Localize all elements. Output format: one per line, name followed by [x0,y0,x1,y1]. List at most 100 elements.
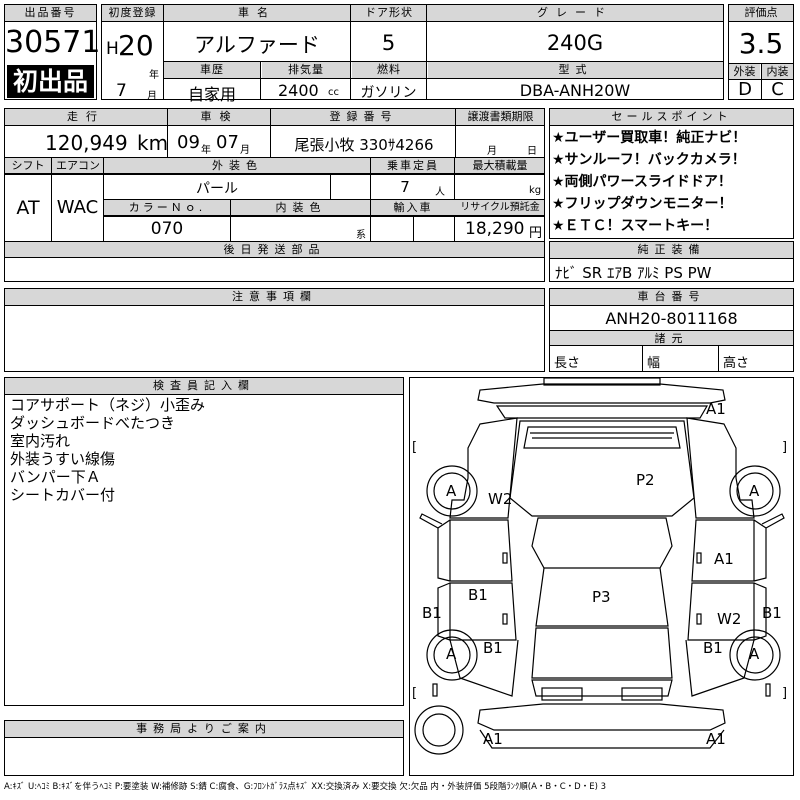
registration-year-unit: 年 [149,70,159,81]
mark-b1-side-left: B1 [422,604,442,622]
mark-a-front-left: A [446,482,457,500]
inspector-notes: コアサポート（ネジ）小歪み ダッシュボードべたつき 室内汚れ 外装うすい線傷 バ… [10,396,205,504]
capacity-unit: 人 [435,187,445,198]
mark-a1-bottom-right: A1 [706,730,726,748]
inspection-month: 07 [216,132,239,153]
displacement-value: 2400 [278,81,319,100]
registration-month-unit: 月 [147,91,157,102]
mark-b1-rear-right: B1 [703,639,723,657]
door-label: ドア形状 [352,5,426,21]
sales-points-label: セールスポイント [550,109,793,126]
model-label: 型式 [428,62,723,78]
fuel-value: ガソリン [360,85,417,101]
height-label: 高さ [723,356,750,371]
interior-score-label: 内装 [762,64,793,79]
lot-label: 出品番号 [5,5,96,22]
inspector-note: ダッシュボードべたつき [10,414,176,432]
aircon-value: WAC [56,197,99,218]
damage-diagram-box: A1 [ ] P2 A W2 A A1 B1 P3 B1 W2 B1 A B1 … [409,377,794,776]
bracket-left-upper: [ [412,440,418,455]
damage-legend: A:ｷｽﾞ U:ﾍｺﾐ B:ｷｽﾞを伴うﾍｺﾐ P:要塗装 W:補修跡 S:錆 … [4,782,607,792]
mark-b1-left: B1 [468,586,488,604]
exterior-color-label: 外装色 [105,158,370,173]
mark-a-rear-right: A [749,645,760,663]
fuel-label: 燃料 [352,62,426,78]
inspector-note: コアサポート（ネジ）小歪み [10,396,206,414]
first-listing-badge: 初出品 [7,65,94,98]
mark-w2-left: W2 [488,490,513,508]
inspector-note: 外装うすい線傷 [10,450,116,468]
shift-label: シフト [5,158,51,173]
inspector-note: シートカバー付 [10,486,116,504]
mark-a1-right: A1 [714,550,734,568]
aircon-label: エアコン [53,158,103,173]
recycle-unit: 円 [529,226,543,241]
mark-a1-top: A1 [706,400,726,418]
mileage-value: 120,949 [45,131,128,155]
transfer-month-unit: 月 [487,146,497,157]
displacement-label: 排気量 [262,62,350,78]
mark-a-rear-left: A [446,645,457,663]
sales-point-item: ★ユーザー買取車！純正ナビ！ [552,130,747,146]
office-box: 事務局よりご案内 [4,720,404,776]
mileage-unit: km [137,131,169,155]
length-label: 長さ [554,356,581,371]
capacity-label: 乗車定員 [372,158,454,173]
plate-label: 登録番号 [272,109,455,125]
import-label: 輸入車 [372,200,454,215]
vehicle-info-box: 走行 車検 登録番号 譲渡書類期限 120,949 km 09 年 07 月 尾… [4,108,545,282]
registration-era: H [106,39,119,59]
grade-value: 240G [546,31,604,55]
mark-p3: P3 [592,588,611,606]
bracket-right-lower: ] [782,686,788,701]
transfer-day-unit: 日 [527,146,537,157]
inspector-note: バンパー下Ａ [10,468,101,486]
chassis-box: 車台番号 ANH20-8011168 諸元 長さ 幅 高さ [549,288,794,372]
bracket-right-upper: ] [782,440,788,455]
mark-a1-bottom-left: A1 [483,730,503,748]
spec-box: 初度登録 車名 ドア形状 グレード H 20 年 アルファード 5 240G 車… [101,4,724,104]
chassis-label: 車台番号 [550,289,793,306]
sales-point-item: ★ＥＴＣ！スマートキー！ [552,218,719,234]
exterior-score-value: D [738,79,752,100]
recycle-value: 18,290 [465,219,525,239]
inspector-label: 検査員記入欄 [5,378,403,395]
door-value: 5 [381,31,396,55]
later-parts-label: 後日発送部品 [5,242,544,258]
car-damage-diagram [414,378,785,755]
sales-points-list: ★ユーザー買取車！純正ナビ！ ★サンルーフ！バックカメラ！ ★両側パワースライド… [552,127,746,237]
interior-score-value: C [771,79,784,100]
notes-box: 注意事項欄 [4,288,545,372]
interior-color-unit: 系 [356,230,366,241]
score-box: 評価点 3.5 外装 内装 D C [728,4,794,100]
equipment-label: 純正装備 [550,242,793,259]
grade-label: グレード [428,5,722,21]
registration-label: 初度登録 [102,5,163,21]
mileage-label: 走行 [5,109,167,125]
notes-label: 注意事項欄 [5,289,544,306]
plate-value: 尾張小牧 330ｻ4266 [294,136,434,154]
bracket-left-lower: [ [412,686,418,701]
registration-year: 20 [118,29,154,62]
color-no-label: カラーＮｏ. [104,200,230,215]
car-name-value: アルファード [194,33,320,57]
inspection-year: 09 [177,132,200,153]
mark-a-front-right: A [749,482,760,500]
sales-points-box: セールスポイント ★ユーザー買取車！純正ナビ！ ★サンルーフ！バックカメラ！ ★… [549,108,794,239]
inspector-note: 室内汚れ [10,432,71,450]
exterior-color-value: パール [196,181,238,197]
mark-p2: P2 [636,471,655,489]
capacity-value: 7 [400,178,410,196]
sales-point-item: ★サンルーフ！バックカメラ！ [552,152,746,168]
equipment-value: ﾅﾋﾞ SR ｴｱB ｱﾙﾐ PS PW [555,264,712,282]
chassis-value: ANH20-8011168 [605,309,738,328]
equipment-box: 純正装備 ﾅﾋﾞ SR ｴｱB ｱﾙﾐ PS PW [549,241,794,282]
displacement-unit: cc [328,87,339,98]
score-label: 評価点 [729,5,793,22]
office-label: 事務局よりご案内 [5,721,403,738]
inspector-box: 検査員記入欄 コアサポート（ネジ）小歪み ダッシュボードべたつき 室内汚れ 外装… [4,377,404,706]
lot-box: 出品番号 30571 初出品 [4,4,100,100]
dimensions-label: 諸元 [550,331,793,346]
history-value: 自家用 [187,85,236,104]
inspection-year-unit: 年 [201,145,211,156]
